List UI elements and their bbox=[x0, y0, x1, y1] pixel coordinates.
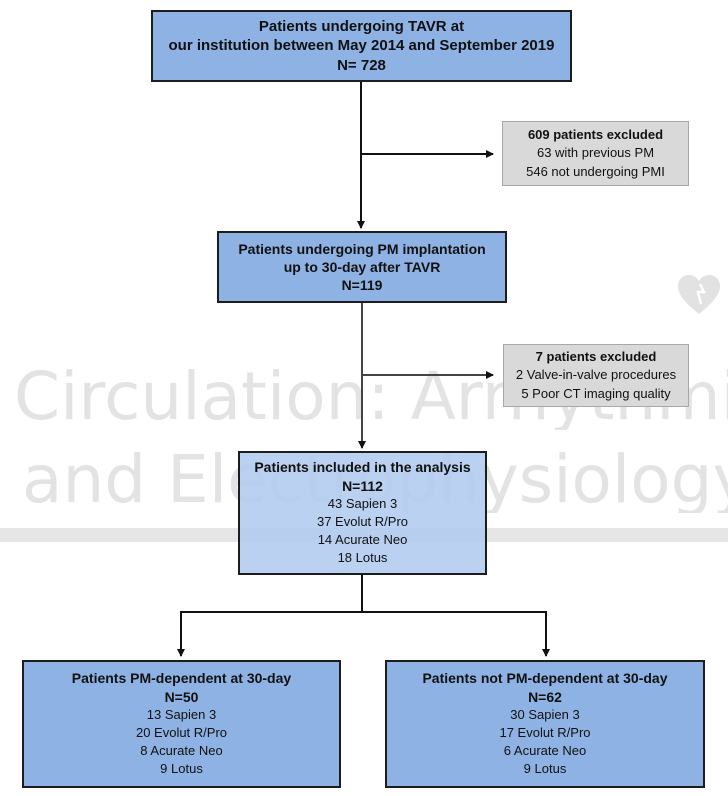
pm-dependent-item: 20 Evolut R/Pro bbox=[135, 725, 228, 740]
analysis-title: Patients included in the analysis bbox=[254, 459, 471, 476]
tavr-cohort-n: N= 728 bbox=[337, 56, 386, 74]
analysis-item: 37 Evolut R/Pro bbox=[316, 514, 409, 529]
tavr-cohort-line-1: Patients undergoing TAVR at bbox=[258, 17, 465, 35]
pm-dependent-title: Patients PM-dependent at 30-day bbox=[71, 670, 292, 687]
pm-implantation-line-2: up to 30-day after TAVR bbox=[283, 258, 441, 275]
exclusion-2-item: 5 Poor CT imaging quality bbox=[521, 385, 671, 401]
exclusion-2-item: 2 Valve-in-valve procedures bbox=[515, 367, 677, 383]
box-pm-dependent: Patients PM-dependent at 30-day N=50 13 … bbox=[22, 660, 341, 788]
box-exclusion-2: 7 patients excluded 2 Valve-in-valve pro… bbox=[503, 344, 689, 407]
box-exclusion-1: 609 patients excluded 63 with previous P… bbox=[502, 121, 689, 186]
box-pm-implantation: Patients undergoing PM implantation up t… bbox=[217, 231, 507, 303]
exclusion-1-title: 609 patients excluded bbox=[527, 127, 664, 143]
analysis-n: N=112 bbox=[342, 477, 383, 494]
exclusion-2-title: 7 patients excluded bbox=[535, 349, 657, 365]
not-pm-dependent-title: Patients not PM-dependent at 30-day bbox=[422, 670, 668, 687]
pm-dependent-item: 13 Sapien 3 bbox=[146, 706, 217, 722]
not-pm-dependent-item: 9 Lotus bbox=[523, 761, 567, 777]
tavr-cohort-line-2: our institution between May 2014 and Sep… bbox=[168, 37, 555, 55]
not-pm-dependent-item: 30 Sapien 3 bbox=[510, 706, 580, 722]
not-pm-dependent-item: 6 Acurate Neo bbox=[503, 743, 587, 759]
pm-dependent-n: N=50 bbox=[164, 688, 199, 705]
exclusion-1-item: 63 with previous PM bbox=[536, 145, 655, 161]
pm-dependent-item: 9 Lotus bbox=[160, 761, 203, 777]
box-tavr-cohort: Patients undergoing TAVR at our institut… bbox=[151, 10, 572, 82]
not-pm-dependent-item: 17 Evolut R/Pro bbox=[499, 725, 591, 740]
box-not-pm-dependent: Patients not PM-dependent at 30-day N=62… bbox=[385, 660, 705, 788]
pm-implantation-n: N=119 bbox=[341, 277, 383, 294]
pm-dependent-item: 8 Acurate Neo bbox=[140, 743, 223, 759]
box-analysis: Patients included in the analysis N=112 … bbox=[238, 451, 487, 575]
analysis-item: 14 Acurate Neo bbox=[317, 532, 408, 548]
watermark-heart-logo-icon bbox=[678, 275, 720, 314]
exclusion-1-item: 546 not undergoing PMI bbox=[526, 163, 665, 179]
analysis-item: 18 Lotus bbox=[337, 550, 388, 566]
pm-implantation-line-1: Patients undergoing PM implantation bbox=[238, 240, 486, 257]
analysis-item: 43 Sapien 3 bbox=[327, 495, 398, 511]
not-pm-dependent-n: N=62 bbox=[528, 688, 562, 705]
